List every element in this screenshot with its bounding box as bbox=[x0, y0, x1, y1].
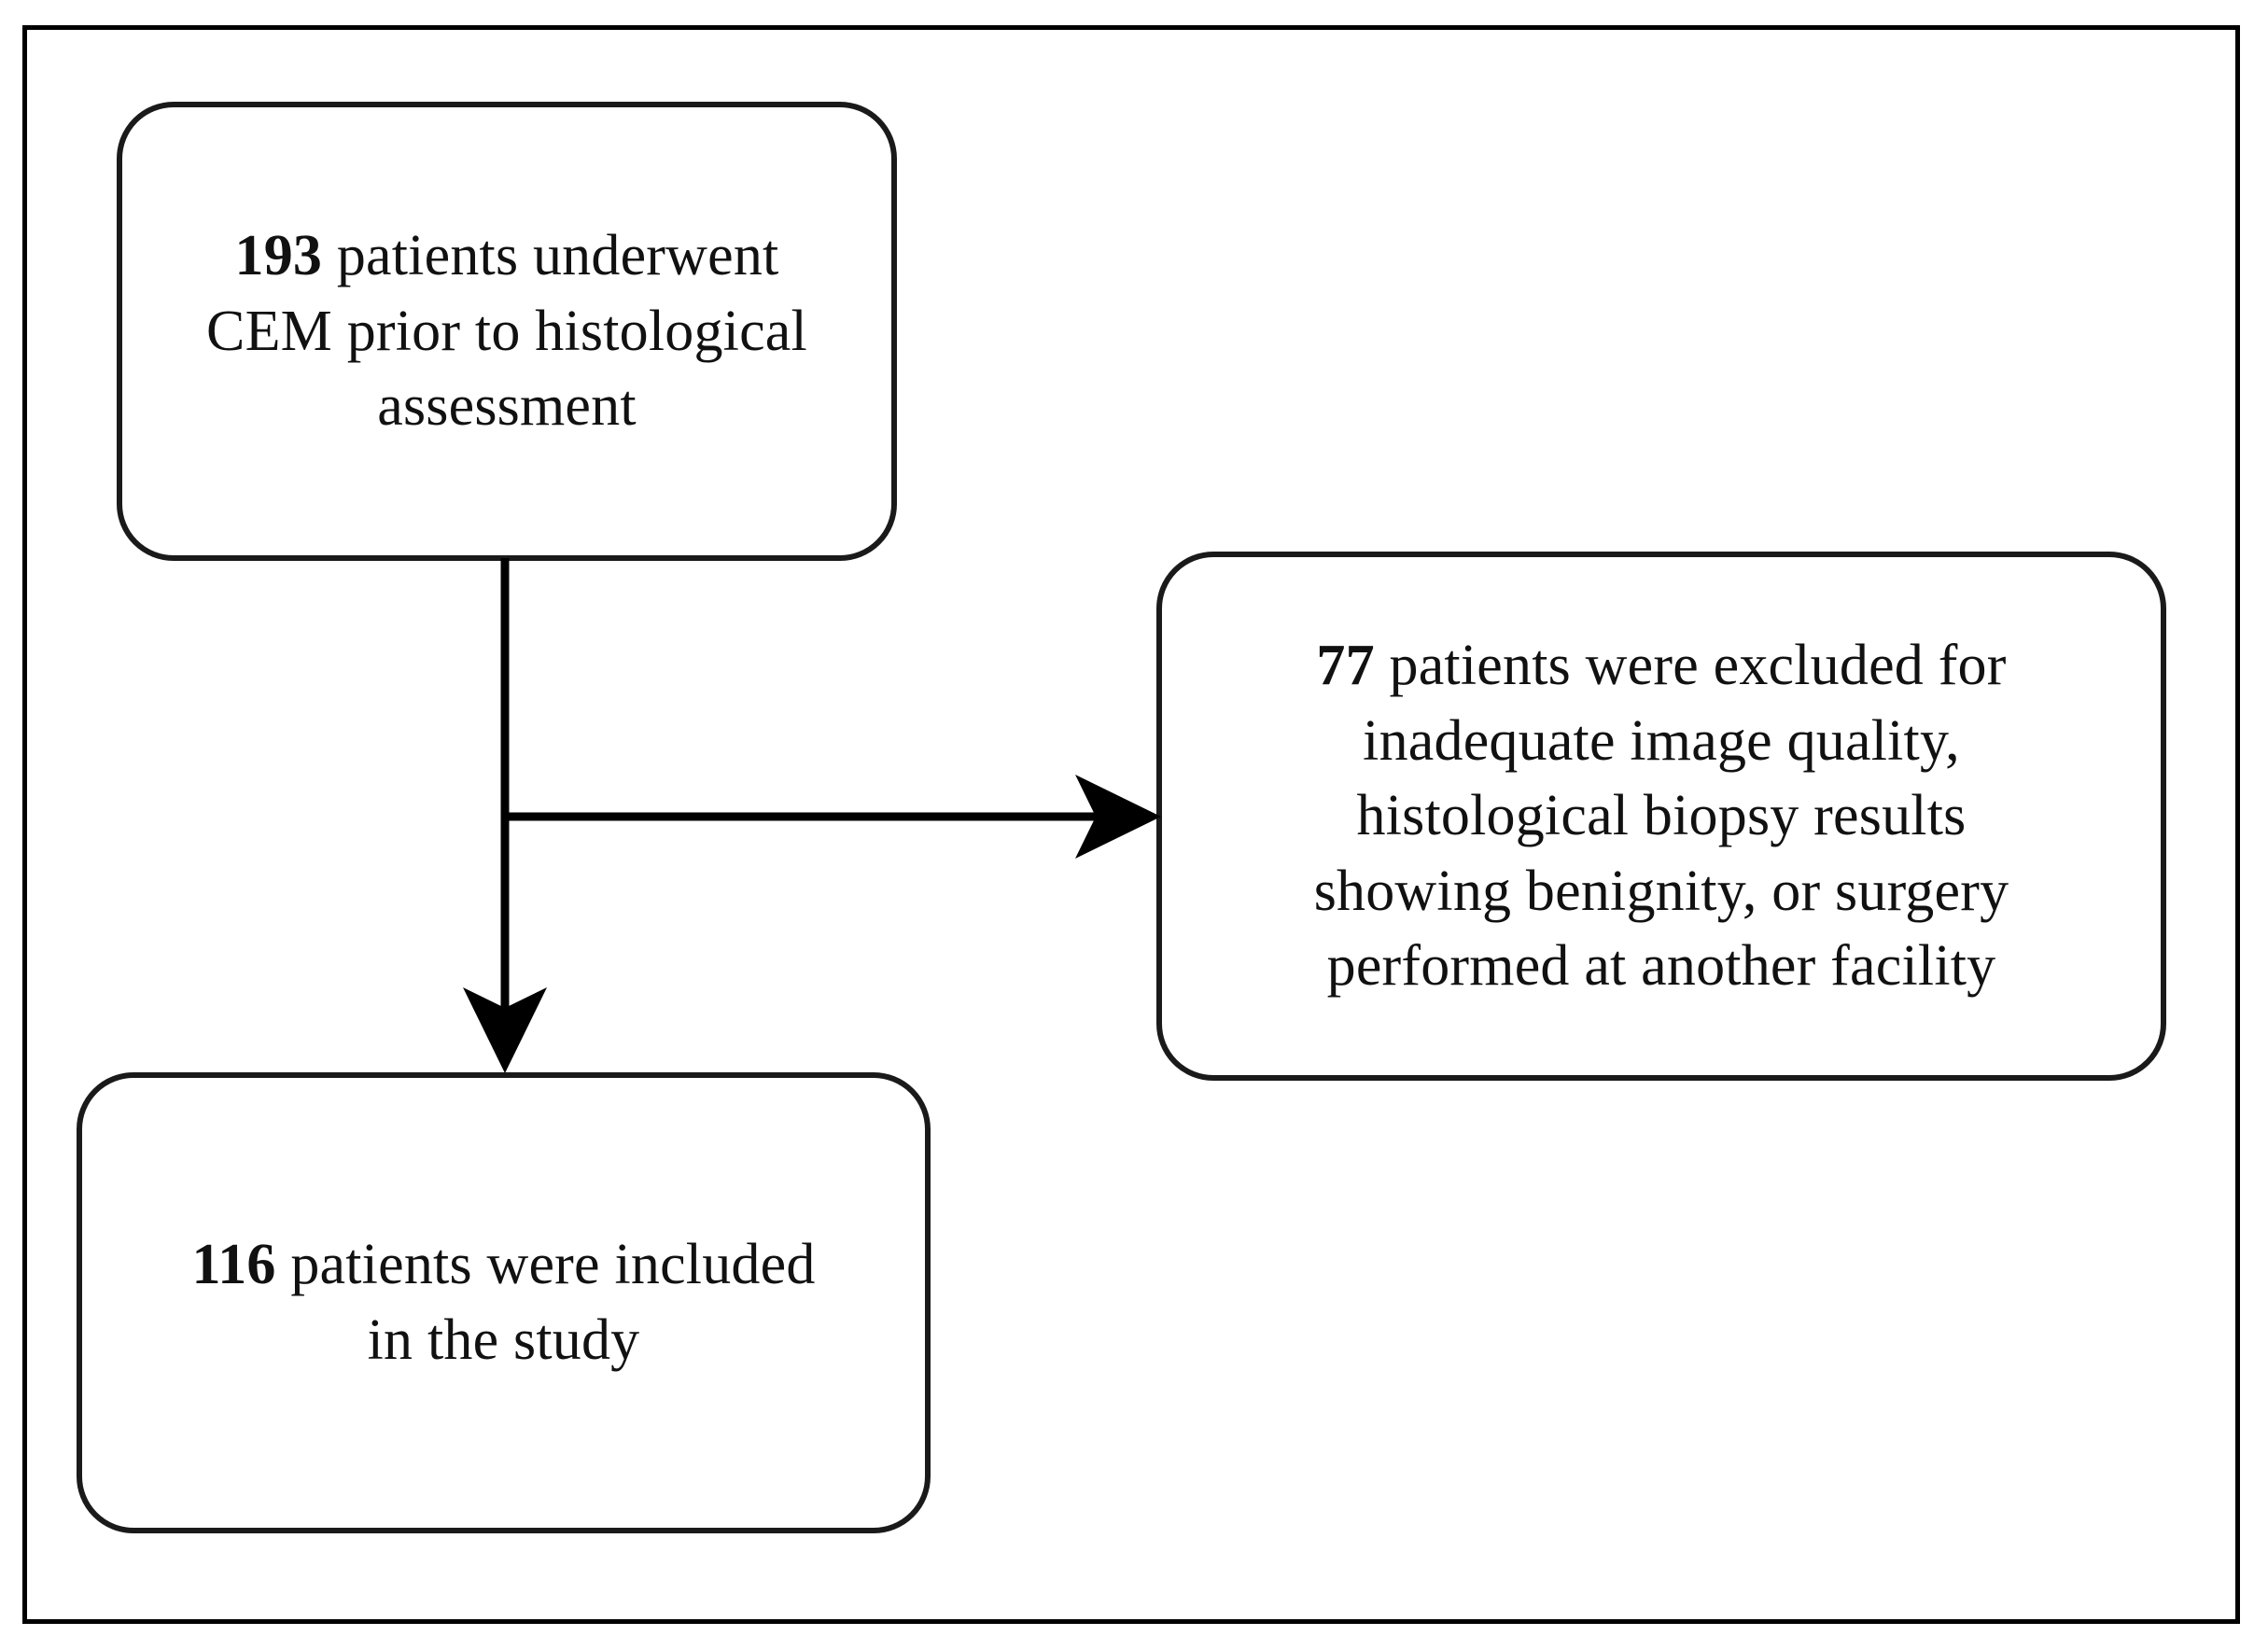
box-excluded-outline bbox=[1156, 552, 2166, 1081]
connector-source-to-excluded-arrowhead bbox=[1075, 775, 1161, 859]
box-included-outline bbox=[77, 1072, 931, 1533]
connector-source-to-included-arrowhead bbox=[463, 987, 547, 1073]
box-source-outline bbox=[117, 102, 897, 561]
